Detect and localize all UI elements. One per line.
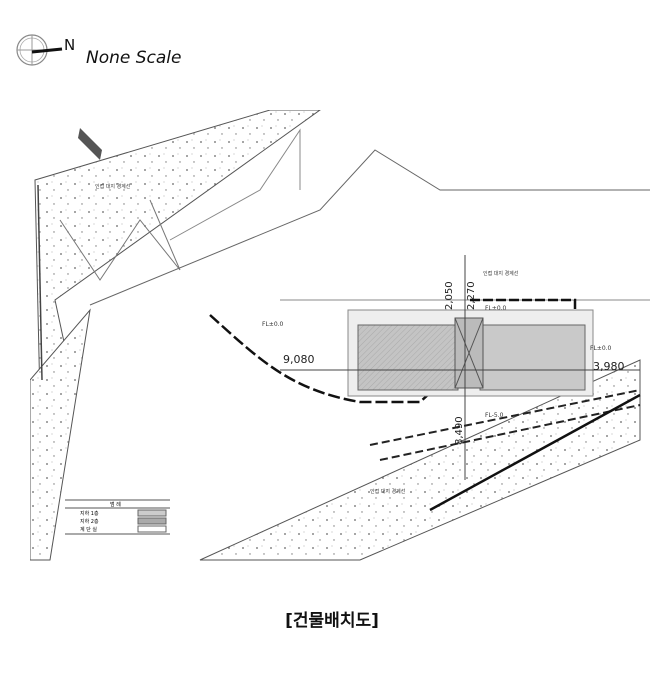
legend-item: 지하 1층 xyxy=(80,510,99,517)
boundary-note: 인접 대지 경계선 xyxy=(95,183,131,190)
legend-title: 범 례 xyxy=(110,501,121,508)
site-plan-drawing: 9,080 3,980 2,050 2,270 8,490 FL±0.0 FL±… xyxy=(30,110,650,561)
level-label: FL-5.0 xyxy=(485,412,504,419)
road-outline xyxy=(89,149,650,306)
north-label: N xyxy=(64,36,75,54)
dimension-right: 3,980 xyxy=(593,360,625,373)
level-label: FL±0.0 xyxy=(485,305,507,312)
building-floor-b1 xyxy=(357,324,459,391)
dimension-bottom: 8,490 xyxy=(454,416,465,445)
building-floor-b2 xyxy=(479,324,586,391)
legend-item: 계 단 실 xyxy=(80,526,97,533)
compass-north-arrow-icon: N xyxy=(16,34,75,66)
terrain-band-bottom xyxy=(199,359,641,561)
level-label: FL±0.0 xyxy=(590,345,612,352)
dimension-top-a: 2,050 xyxy=(444,281,455,310)
figure-caption: [건물배치도] xyxy=(285,611,379,631)
retaining-wall xyxy=(209,314,472,404)
terrain-band-left xyxy=(30,308,91,561)
level-label: FL±0.0 xyxy=(262,321,284,328)
legend-item: 지하 2층 xyxy=(80,518,99,525)
legend: 범 례 지하 1층 지하 2층 계 단 실 xyxy=(65,499,170,535)
scale-label: None Scale xyxy=(86,48,182,68)
boundary-note: 인접 대지 경계선 xyxy=(370,488,406,495)
dimension-left: 9,080 xyxy=(283,353,315,366)
boundary-note: 인접 대지 경계선 xyxy=(483,270,519,277)
dimension-top-b: 2,270 xyxy=(466,281,477,310)
site-north-arrow-icon xyxy=(78,128,102,160)
